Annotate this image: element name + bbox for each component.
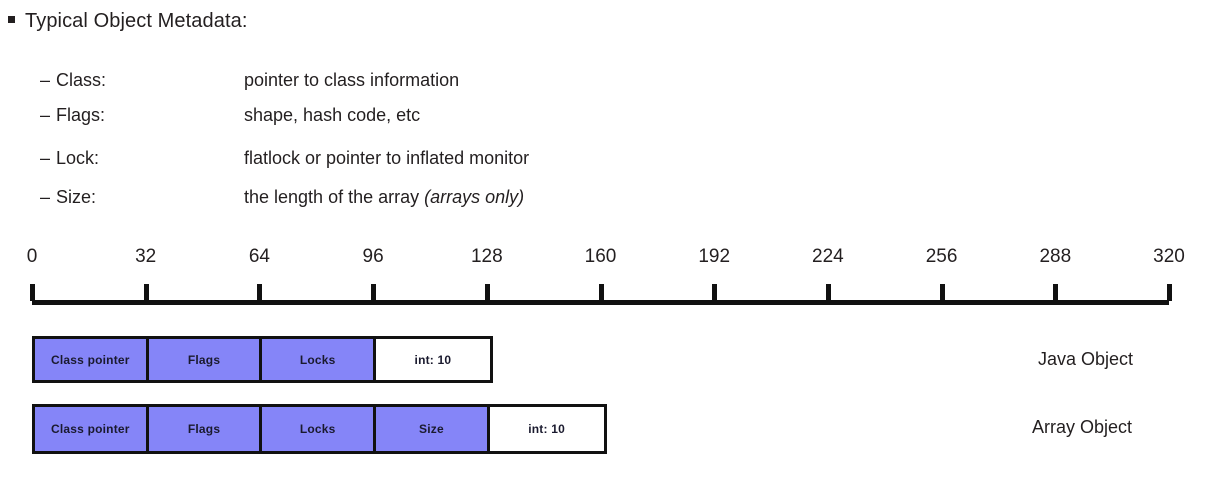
object-field-label: Locks	[299, 422, 336, 436]
list-item-class: – Class: pointer to class information	[40, 70, 459, 90]
metadata-description: shape, hash code, etc	[244, 105, 420, 125]
array-object-label: Array Object	[1032, 417, 1133, 437]
ruler-tick-label: 32	[135, 246, 157, 267]
ruler-tick-label: 288	[1039, 246, 1072, 267]
ruler-tick-label: 192	[698, 246, 731, 267]
object-field-flags: Flags	[148, 339, 263, 380]
square-bullet-icon	[8, 16, 15, 23]
ruler-tick-label: 320	[1153, 246, 1185, 267]
ruler-tick-label: 96	[362, 246, 384, 267]
dash-bullet-icon: –	[40, 70, 51, 90]
ruler-tick-label: 0	[26, 246, 38, 267]
ruler-tick-mark	[598, 284, 604, 301]
metadata-term: Class:	[56, 70, 107, 90]
object-field-label: Size	[419, 422, 444, 436]
metadata-term: Flags:	[56, 105, 106, 125]
object-field-label: int: 10	[528, 422, 565, 436]
ruler-tick-mark	[257, 284, 263, 301]
metadata-description-text: shape, hash code, etc	[244, 105, 421, 125]
ruler-tick-mark	[484, 284, 490, 301]
metadata-description-text: the length of the array	[244, 187, 425, 207]
ruler-tick-mark	[143, 284, 149, 301]
object-field-label: Locks	[299, 352, 336, 367]
object-field-flags: Flags	[148, 407, 263, 451]
ruler-tick-label: 128	[470, 246, 503, 267]
object-field-locks: Locks	[262, 407, 377, 451]
ruler-tick-mark	[939, 284, 945, 301]
metadata-term: Size:	[56, 187, 97, 207]
object-field-int-10: int: 10	[489, 407, 604, 451]
list-item-lock: – Lock: flatlock or pointer to inflated …	[40, 148, 529, 168]
metadata-description-text: pointer to class information	[244, 70, 460, 90]
dash-bullet-icon: –	[40, 148, 51, 168]
object-field-size: Size	[376, 407, 490, 451]
list-item-flags: – Flags: shape, hash code, etc	[40, 105, 420, 125]
object-field-class-pointer: Class pointer	[35, 339, 149, 380]
ruler-axis-line	[32, 300, 1169, 305]
object-field-locks: Locks	[262, 339, 377, 380]
object-field-label: Class pointer	[51, 352, 130, 367]
java-object-label: Java Object	[1038, 349, 1134, 369]
metadata-description: flatlock or pointer to inflated monitor	[244, 148, 529, 168]
ruler-tick-mark	[1053, 284, 1059, 301]
ruler-tick-mark	[30, 284, 35, 301]
object-field-label: Class pointer	[51, 422, 130, 436]
object-field-label: Flags	[187, 352, 221, 367]
ruler-tick-mark	[825, 284, 831, 301]
dash-bullet-icon: –	[40, 187, 51, 207]
dash-bullet-icon: –	[40, 105, 51, 125]
heading-bullet-row: Typical Object Metadata:	[8, 10, 248, 32]
metadata-description: the length of the array (arrays only)	[244, 187, 524, 207]
array-object-layout-row: Class pointer Flags Locks Size int: 10	[32, 404, 607, 454]
ruler-tick-mark	[712, 284, 718, 301]
list-item-size: – Size: the length of the array (arrays …	[40, 187, 524, 207]
java-object-layout-row: Class pointer Flags Locks int: 10	[32, 336, 493, 383]
metadata-description-text: flatlock or pointer to inflated monitor	[244, 148, 530, 168]
metadata-term: Lock:	[56, 148, 100, 168]
ruler-tick-label: 160	[584, 246, 617, 267]
ruler-tick-label: 224	[812, 246, 844, 267]
ruler-tick-label: 256	[925, 246, 958, 267]
object-field-int-10: int: 10	[376, 339, 490, 380]
object-field-label: int: 10	[414, 352, 452, 367]
metadata-description: pointer to class information	[244, 70, 459, 90]
bit-offset-ruler: 0 32 64 96 128 160 192 224 256 288 320	[0, 246, 1212, 312]
ruler-tick-label: 64	[248, 246, 270, 267]
object-field-label: Flags	[187, 422, 221, 436]
ruler-tick-mark	[1167, 284, 1172, 301]
page-title: Typical Object Metadata:	[25, 10, 248, 32]
ruler-tick-mark	[371, 284, 377, 301]
metadata-description-note: (arrays only)	[424, 187, 525, 207]
object-field-class-pointer: Class pointer	[35, 407, 149, 451]
